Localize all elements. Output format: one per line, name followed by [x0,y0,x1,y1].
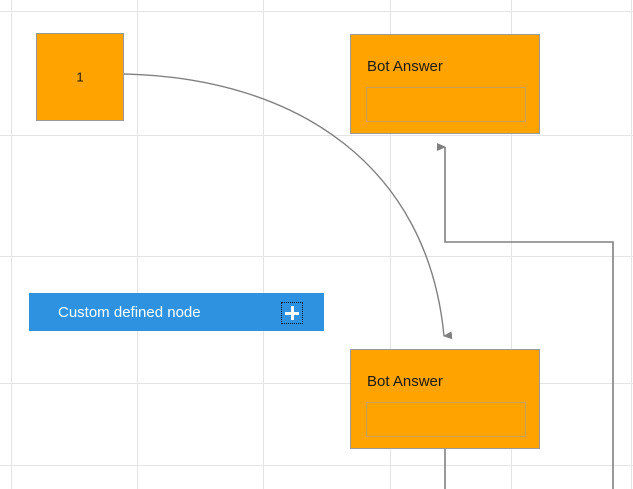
grid-line-horizontal [0,11,633,12]
grid-line-vertical [137,0,138,489]
node-answer-slot[interactable] [366,87,526,122]
node-bot-answer-bottom[interactable]: Bot Answer [350,349,540,449]
grid-line-horizontal [0,465,633,466]
node-numbered-1[interactable]: 1 [36,33,124,121]
grid-line-horizontal [0,256,633,257]
node-title: Bot Answer [367,373,443,390]
grid-line-vertical [631,0,632,489]
plus-icon-vertical-stroke [291,306,294,320]
node-bot-answer-top[interactable]: Bot Answer [350,34,540,134]
plus-icon[interactable] [281,302,303,324]
node-answer-slot[interactable] [366,402,526,437]
grid-line-horizontal [0,135,633,136]
grid-line-vertical [263,0,264,489]
custom-defined-node-bar[interactable]: Custom defined node [29,293,324,331]
grid-line-vertical [11,0,12,489]
custom-defined-node-label: Custom defined node [58,303,201,321]
node-label: 1 [76,69,84,85]
node-title: Bot Answer [367,58,443,75]
